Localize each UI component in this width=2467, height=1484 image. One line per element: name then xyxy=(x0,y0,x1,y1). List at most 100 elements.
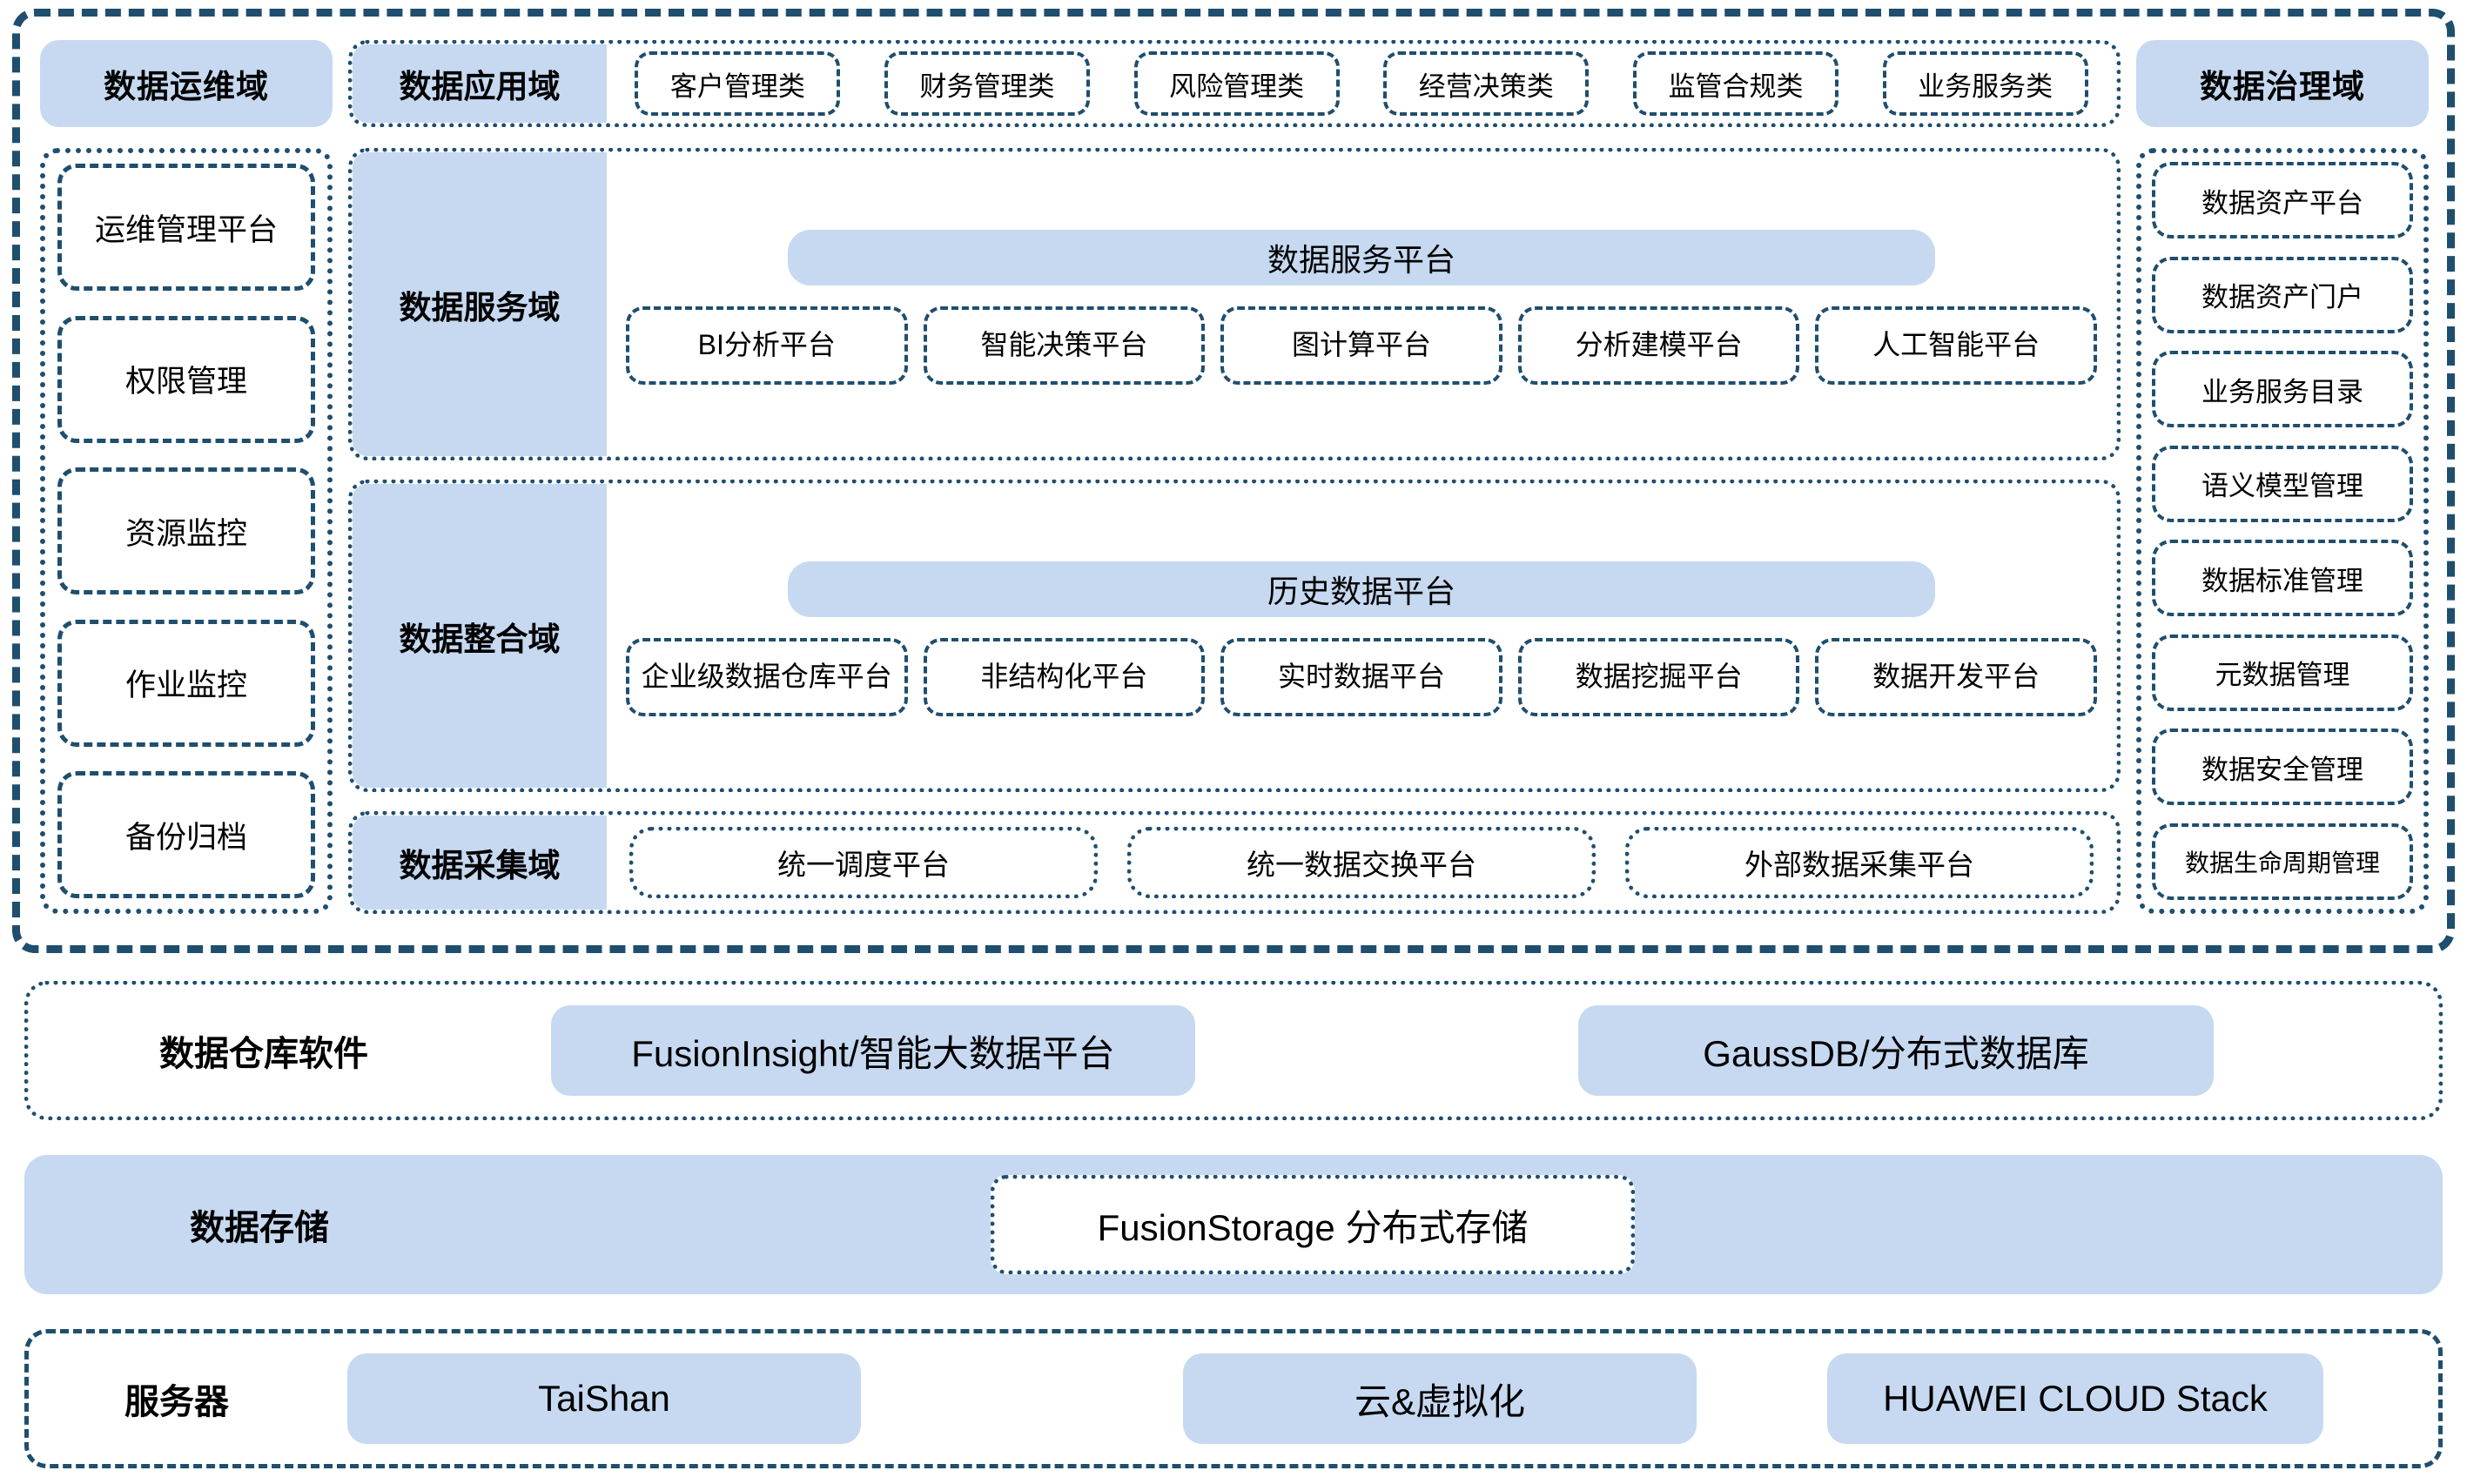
ops-item-label: 权限管理 xyxy=(124,365,247,399)
service-domain-band: 数据服务域 数据服务平台 BI分析平台 智能决策平台 图计算平台 分析建模平台 … xyxy=(348,148,2121,460)
server-tile[interactable]: 云&虚拟化 xyxy=(1183,1353,1697,1444)
history-platform-label: 历史数据平台 xyxy=(1267,573,1455,609)
governance-domain-panel: 数据资产平台 数据资产门户 业务服务目录 语义模型管理 数据标准管理 元数据管理… xyxy=(2136,148,2429,914)
warehouse-software-tile-label: GaussDB/分布式数据库 xyxy=(1703,1032,2089,1074)
data-storage-tile-label: FusionStorage 分布式存储 xyxy=(1097,1206,1529,1248)
ops-item-label: 运维管理平台 xyxy=(94,212,278,247)
governance-item-label: 数据安全管理 xyxy=(2201,754,2363,785)
collection-platform-chip[interactable]: 统一数据交换平台 xyxy=(1127,827,1596,898)
ops-domain-label: 数据运维域 xyxy=(104,69,269,104)
ops-item[interactable]: 备份归档 xyxy=(57,771,315,898)
warehouse-software-tiles: FusionInsight/智能大数据平台 GaussDB/分布式数据库 xyxy=(499,1005,2438,1096)
integration-platform-chip-label: 数据开发平台 xyxy=(1872,661,2040,693)
ops-item[interactable]: 资源监控 xyxy=(57,467,315,594)
data-storage-tiles: FusionStorage 分布式存储 xyxy=(494,1175,2443,1274)
governance-item-label: 元数据管理 xyxy=(2215,660,2350,691)
ops-domain-panel: 运维管理平台 权限管理 资源监控 作业监控 备份归档 xyxy=(40,148,333,914)
ops-item[interactable]: 作业监控 xyxy=(57,619,315,747)
collection-platform-list: 统一调度平台 统一数据交换平台 外部数据采集平台 xyxy=(629,827,2094,898)
middle-columns: 运维管理平台 权限管理 资源监控 作业监控 备份归档 数据服务域 数据服务平台 … xyxy=(40,148,2429,914)
governance-item[interactable]: 元数据管理 xyxy=(2152,634,2413,711)
ops-item[interactable]: 运维管理平台 xyxy=(57,164,315,291)
governance-item[interactable]: 数据安全管理 xyxy=(2152,729,2413,806)
warehouse-software-tile[interactable]: GaussDB/分布式数据库 xyxy=(1578,1005,2214,1096)
server-title: 服务器 xyxy=(29,1373,325,1424)
app-category-chip[interactable]: 客户管理类 xyxy=(635,51,841,116)
integration-platform-chip-label: 数据挖掘平台 xyxy=(1575,661,1743,693)
service-platform-chip-label: 人工智能平台 xyxy=(1872,329,2040,361)
data-storage-band: 数据存储 FusionStorage 分布式存储 xyxy=(24,1155,2443,1294)
app-category-label: 监管合规类 xyxy=(1668,71,1804,102)
integration-platform-chip[interactable]: 实时数据平台 xyxy=(1220,637,1502,716)
center-domain-stack: 数据服务域 数据服务平台 BI分析平台 智能决策平台 图计算平台 分析建模平台 … xyxy=(348,148,2121,914)
governance-item[interactable]: 业务服务目录 xyxy=(2152,351,2413,428)
integration-domain-title: 数据整合域 xyxy=(353,484,607,788)
service-platform-chip[interactable]: 分析建模平台 xyxy=(1517,306,1800,385)
governance-item-label: 语义模型管理 xyxy=(2201,471,2363,502)
integration-platform-chip-label: 实时数据平台 xyxy=(1277,661,1445,693)
service-platform-chip[interactable]: BI分析平台 xyxy=(626,306,908,385)
server-tiles: TaiShan 云&虚拟化 HUAWEI CLOUD Stack xyxy=(325,1353,2438,1444)
governance-item[interactable]: 数据生命周期管理 xyxy=(2152,823,2413,900)
governance-item[interactable]: 数据标准管理 xyxy=(2152,540,2413,617)
collection-domain-body: 统一调度平台 统一数据交换平台 外部数据采集平台 xyxy=(607,816,2116,910)
integration-platform-chip[interactable]: 数据挖掘平台 xyxy=(1517,637,1800,716)
history-platform-bar[interactable]: 历史数据平台 xyxy=(787,561,1936,617)
service-platform-chip[interactable]: 人工智能平台 xyxy=(1815,306,2097,385)
ops-item[interactable]: 权限管理 xyxy=(57,315,315,443)
warehouse-software-title: 数据仓库软件 xyxy=(29,1025,499,1076)
collection-platform-chip-label: 统一调度平台 xyxy=(777,849,950,881)
warehouse-software-label: 数据仓库软件 xyxy=(159,1035,368,1073)
governance-item[interactable]: 语义模型管理 xyxy=(2152,445,2413,522)
server-tile[interactable]: TaiShan xyxy=(347,1353,861,1444)
integration-domain-band: 数据整合域 历史数据平台 企业级数据仓库平台 非结构化平台 实时数据平台 数据挖… xyxy=(348,480,2121,792)
warehouse-software-tile[interactable]: FusionInsight/智能大数据平台 xyxy=(551,1005,1195,1096)
application-domain-label: 数据应用域 xyxy=(399,69,561,104)
app-category-label: 客户管理类 xyxy=(669,71,805,102)
service-platform-list: BI分析平台 智能决策平台 图计算平台 分析建模平台 人工智能平台 xyxy=(626,306,2097,385)
governance-item[interactable]: 数据资产平台 xyxy=(2152,162,2413,238)
app-category-label: 业务服务类 xyxy=(1918,71,2054,102)
app-category-chip[interactable]: 业务服务类 xyxy=(1882,51,2088,116)
ops-domain-title: 数据运维域 xyxy=(40,40,333,127)
integration-platform-list: 企业级数据仓库平台 非结构化平台 实时数据平台 数据挖掘平台 数据开发平台 xyxy=(626,637,2097,716)
governance-item-label: 数据资产门户 xyxy=(2201,282,2363,313)
governance-item[interactable]: 数据资产门户 xyxy=(2152,256,2413,333)
service-platform-chip[interactable]: 图计算平台 xyxy=(1220,306,1502,385)
app-category-label: 风险管理类 xyxy=(1169,71,1305,102)
ops-item-label: 资源监控 xyxy=(124,516,247,551)
service-platform-chip[interactable]: 智能决策平台 xyxy=(923,306,1206,385)
collection-platform-chip-label: 统一数据交换平台 xyxy=(1247,849,1476,881)
service-domain-title: 数据服务域 xyxy=(353,152,607,456)
app-category-chip[interactable]: 监管合规类 xyxy=(1632,51,1838,116)
governance-item-label: 数据生命周期管理 xyxy=(2184,849,2380,876)
service-platform-bar[interactable]: 数据服务平台 xyxy=(787,229,1936,285)
governance-item-label: 数据标准管理 xyxy=(2201,565,2363,596)
governance-domain-title: 数据治理域 xyxy=(2136,40,2429,127)
collection-platform-chip[interactable]: 统一调度平台 xyxy=(629,827,1098,898)
app-category-chip[interactable]: 风险管理类 xyxy=(1133,51,1340,116)
governance-item-label: 数据资产平台 xyxy=(2201,187,2363,218)
application-domain-container: 数据应用域 客户管理类 财务管理类 风险管理类 经营决策类 监管合规类 业务服务… xyxy=(348,40,2121,127)
integration-platform-chip[interactable]: 非结构化平台 xyxy=(923,637,1206,716)
server-label: 服务器 xyxy=(124,1383,229,1421)
app-category-chip[interactable]: 经营决策类 xyxy=(1383,51,1590,116)
integration-platform-chip[interactable]: 数据开发平台 xyxy=(1815,637,2097,716)
data-storage-title: 数据存储 xyxy=(24,1199,494,1250)
integration-platform-chip[interactable]: 企业级数据仓库平台 xyxy=(626,637,908,716)
integration-platform-chip-label: 企业级数据仓库平台 xyxy=(641,661,892,693)
warehouse-software-tile-label: FusionInsight/智能大数据平台 xyxy=(631,1032,1115,1074)
collection-domain-title: 数据采集域 xyxy=(353,816,607,910)
service-platform-chip-label: BI分析平台 xyxy=(697,329,836,361)
application-category-list: 客户管理类 财务管理类 风险管理类 经营决策类 监管合规类 业务服务类 xyxy=(607,44,2116,123)
service-platform-chip-label: 图计算平台 xyxy=(1291,329,1431,361)
collection-platform-chip[interactable]: 外部数据采集平台 xyxy=(1625,827,2094,898)
app-category-label: 经营决策类 xyxy=(1418,71,1554,102)
server-tile-label: 云&虚拟化 xyxy=(1354,1380,1525,1422)
app-category-chip[interactable]: 财务管理类 xyxy=(884,51,1090,116)
top-domain-row: 数据运维域 数据应用域 客户管理类 财务管理类 风险管理类 经营决策类 监管合规… xyxy=(40,40,2429,127)
service-platform-chip-label: 智能决策平台 xyxy=(980,329,1148,361)
data-storage-tile[interactable]: FusionStorage 分布式存储 xyxy=(991,1175,1635,1274)
server-tile[interactable]: HUAWEI CLOUD Stack xyxy=(1827,1353,2323,1444)
